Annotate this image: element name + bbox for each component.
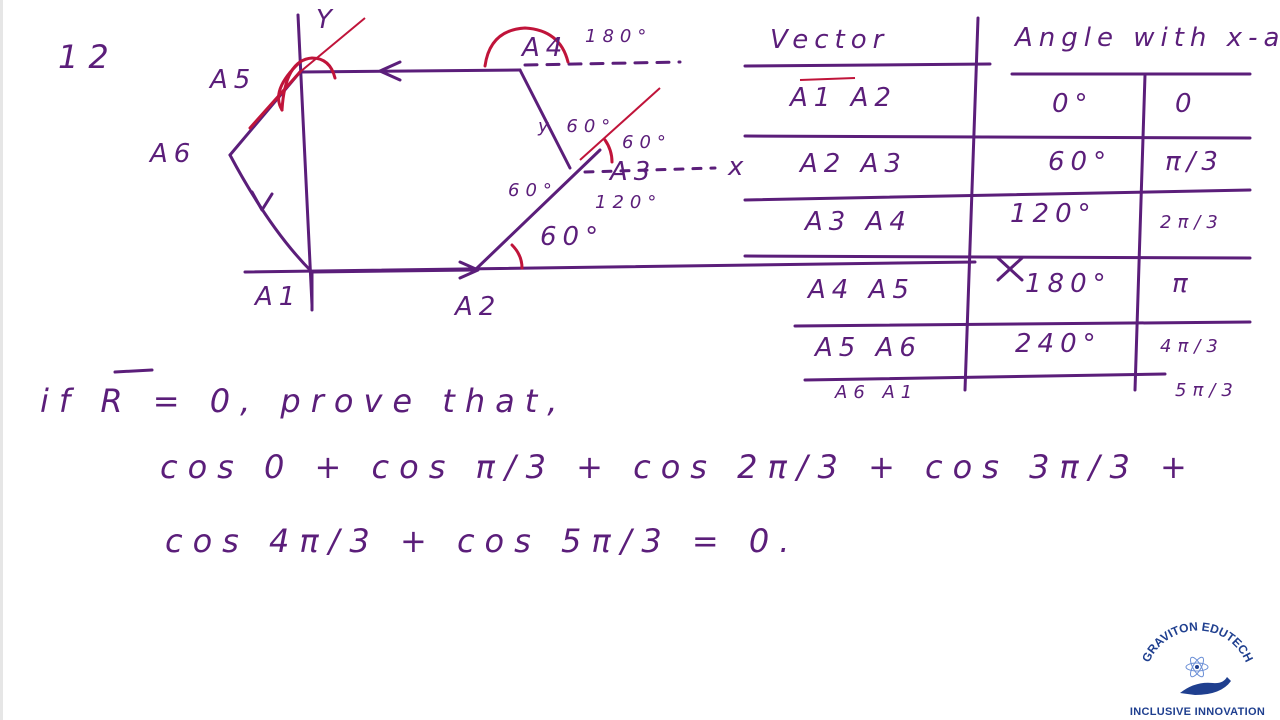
- a3-reference-line: [583, 166, 717, 174]
- cross-mark: [996, 256, 1024, 282]
- vertex-a5-label: A5: [208, 65, 256, 95]
- arrow-a1-a2: [458, 260, 480, 280]
- table-divider-1: [963, 16, 980, 392]
- table-cell-radians: 2π/3: [1160, 212, 1224, 233]
- a5-extension: [299, 17, 366, 73]
- table-cell-vector: A6 A1: [834, 382, 918, 403]
- table-cell-radians: 5π/3: [1175, 380, 1239, 401]
- logo-bottom-text: INCLUSIVE INNOVATION: [1129, 706, 1266, 718]
- table-divider-2: [1133, 73, 1147, 392]
- table-cell-radians: 4π/3: [1160, 336, 1224, 357]
- table-rule: [743, 188, 1252, 202]
- a2-angle-arc: [510, 243, 524, 270]
- table-cell-vector: A1 A2: [788, 83, 897, 113]
- atom-icon: [1185, 656, 1209, 678]
- a4-reference-line: [523, 60, 682, 67]
- side-a4-a5: [298, 68, 522, 74]
- arrow-a4-a5: [378, 60, 402, 82]
- hexagon-diagram: Y x A1 A2 A3 A4: [148, 5, 977, 322]
- table-cell-radians: π: [1172, 269, 1194, 299]
- table-cell-vector: A4 A5: [806, 275, 915, 305]
- a4-angle-label: 180°: [585, 26, 652, 47]
- table-rule: [793, 320, 1252, 328]
- y-axis-label: Y: [316, 5, 338, 35]
- side-a2-a3: [473, 148, 602, 272]
- table-header-angle: Angle with x-axis: [1013, 23, 1280, 53]
- vector-angle-table: Vector Angle with x-axis A1 A2 0° 0 A2 A…: [743, 16, 1280, 403]
- vertex-a2-label: A2: [453, 292, 501, 322]
- a3-right-angle-label: 60°: [622, 132, 672, 153]
- table-cell-radians: 0: [1175, 89, 1198, 119]
- statement-line-1: if R = 0, prove that,: [40, 382, 567, 420]
- hand-icon: [1180, 677, 1231, 695]
- vector-bar: [113, 368, 154, 374]
- vertex-a6-label: A6: [148, 139, 196, 169]
- problem-number: 12: [58, 38, 119, 76]
- table-header-vector: Vector: [770, 25, 889, 55]
- atom-hand-icon: GRAVITON EDUTECH: [1139, 619, 1256, 695]
- arrow-a6-a1: [250, 190, 274, 212]
- table-cell-vector: A3 A4: [803, 207, 912, 237]
- a4-angle-arc: [483, 26, 570, 68]
- table-rule: [743, 62, 992, 68]
- a3-bottom-angle-label: 120°: [595, 192, 662, 213]
- a3-angle-arc: [603, 138, 614, 164]
- a3-extension: [579, 87, 661, 161]
- side-a6-a1: [228, 153, 314, 274]
- table-rule: [803, 372, 1167, 382]
- a3-left-angle-label: 60°: [508, 180, 558, 201]
- table-cell-radians: π/3: [1165, 147, 1224, 177]
- table-cell-degrees: 180°: [1025, 269, 1112, 299]
- table-cell-vector: A5 A6: [813, 333, 922, 363]
- table-cell-degrees: 0°: [1052, 89, 1094, 119]
- vector-arrow-bar: [799, 77, 856, 81]
- statement-line-3: cos 4π/3 + cos 5π/3 = 0.: [165, 522, 799, 560]
- table-cell-degrees: 120°: [1010, 199, 1097, 229]
- a2-angle-label: 60°: [540, 222, 604, 252]
- x-direction-label: x: [727, 152, 749, 182]
- table-cell-degrees: 60°: [1048, 147, 1112, 177]
- logo-top-text: GRAVITON EDUTECH: [1139, 619, 1256, 664]
- vertex-a3-label: A3: [608, 157, 656, 187]
- page-edge: [0, 0, 3, 720]
- a3-top-angle-label: y 60°: [537, 116, 616, 137]
- side-a1-a2: [310, 268, 477, 274]
- a5-a6-direction: [248, 70, 302, 130]
- graviton-logo: GRAVITON EDUTECH INCLUSIVE INNOVATION: [1125, 605, 1270, 720]
- vertex-a1-label: A1: [253, 282, 301, 312]
- vertex-a4-label: A4: [520, 33, 568, 63]
- table-cell-degrees: 240°: [1015, 329, 1102, 359]
- table-cell-vector: A2 A3: [798, 149, 907, 179]
- table-rule: [743, 134, 1252, 140]
- a5-angle-arc-inner: [277, 60, 302, 112]
- proof-statement: if R = 0, prove that, cos 0 + cos π/3 + …: [40, 368, 1197, 560]
- statement-line-2: cos 0 + cos π/3 + cos 2π/3 + cos 3π/3 +: [160, 448, 1197, 486]
- side-a3-a4: [518, 68, 572, 170]
